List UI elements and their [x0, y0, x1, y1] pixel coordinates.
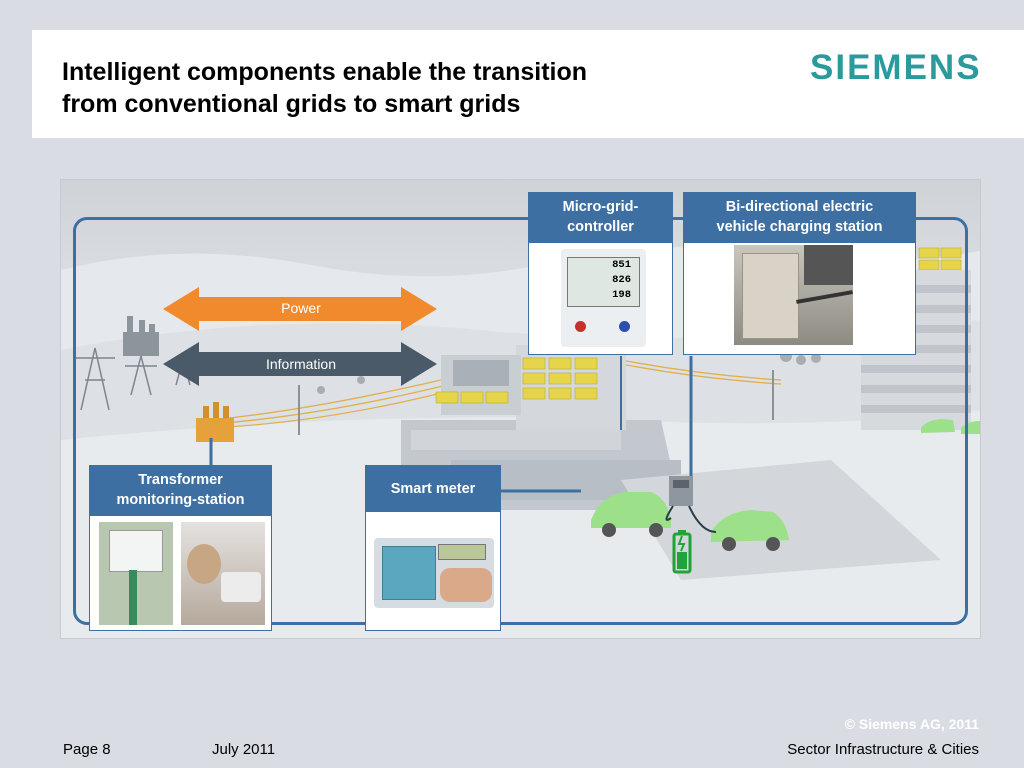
operator-photo [181, 522, 265, 625]
grid-frame [73, 217, 968, 625]
display-value-3: 198 [612, 289, 631, 301]
charging-station-heading: Bi-directional electric vehicle charging… [684, 193, 915, 243]
title-line-1: Intelligent components enable the transi… [62, 58, 588, 86]
micro-grid-controller-box: Micro-grid- controller 851 826 198 [528, 192, 673, 355]
division: Sector Infrastructure & Cities [787, 741, 979, 758]
monitoring-station-photo [99, 522, 173, 625]
red-button-icon [575, 321, 586, 332]
controller-device: 851 826 198 [561, 249, 646, 347]
charging-post [669, 476, 693, 506]
display-value-1: 851 [612, 259, 631, 271]
power-arrow [163, 287, 437, 331]
solar-panels [435, 247, 962, 404]
display-value-2: 826 [612, 274, 631, 286]
information-arrow [163, 342, 437, 386]
smart-meter-box: Smart meter [365, 465, 501, 631]
micro-grid-controller-heading: Micro-grid- controller [529, 193, 672, 243]
pole-icon [129, 570, 137, 625]
controller-display: 851 826 198 [567, 257, 640, 307]
charging-station-box: Bi-directional electric vehicle charging… [683, 192, 916, 355]
smart-grid-diagram: Power Information Micro-grid- controller… [60, 179, 981, 639]
battery-charging-icon [672, 530, 692, 574]
smart-meter-photo [374, 538, 494, 608]
electric-cars [591, 419, 980, 551]
copyright: © Siemens AG, 2011 [844, 716, 979, 732]
slide-title: Intelligent components enable the transi… [62, 56, 702, 120]
title-line-2: from conventional grids to smart grids [62, 90, 521, 118]
page-number: Page 8 [63, 741, 111, 758]
transformer-monitoring-heading: Transformer monitoring-station [90, 466, 271, 516]
blue-button-icon [619, 321, 630, 332]
smart-meter-heading: Smart meter [366, 466, 500, 512]
transformer-monitoring-box: Transformer monitoring-station [89, 465, 272, 631]
power-label: Power [281, 300, 321, 316]
power-lines [210, 359, 782, 429]
meter-display-icon [438, 544, 486, 560]
hand-icon [440, 568, 492, 602]
operator-head-icon [187, 544, 221, 584]
charging-cable-icon [796, 290, 853, 304]
screen-icon [221, 572, 261, 602]
office-building [401, 345, 681, 510]
power-plant [123, 316, 159, 356]
charging-box-icon [742, 253, 799, 339]
transformer-unit [196, 402, 234, 442]
meter-housing-icon [382, 546, 436, 600]
charging-station-photo [734, 245, 853, 345]
garage-icon [804, 245, 853, 285]
slide-header: Intelligent components enable the transi… [32, 30, 1024, 138]
siemens-logo: SIEMENS [810, 48, 982, 87]
monitor-box-icon [109, 530, 163, 572]
information-label: Information [265, 356, 337, 372]
date: July 2011 [212, 741, 276, 758]
